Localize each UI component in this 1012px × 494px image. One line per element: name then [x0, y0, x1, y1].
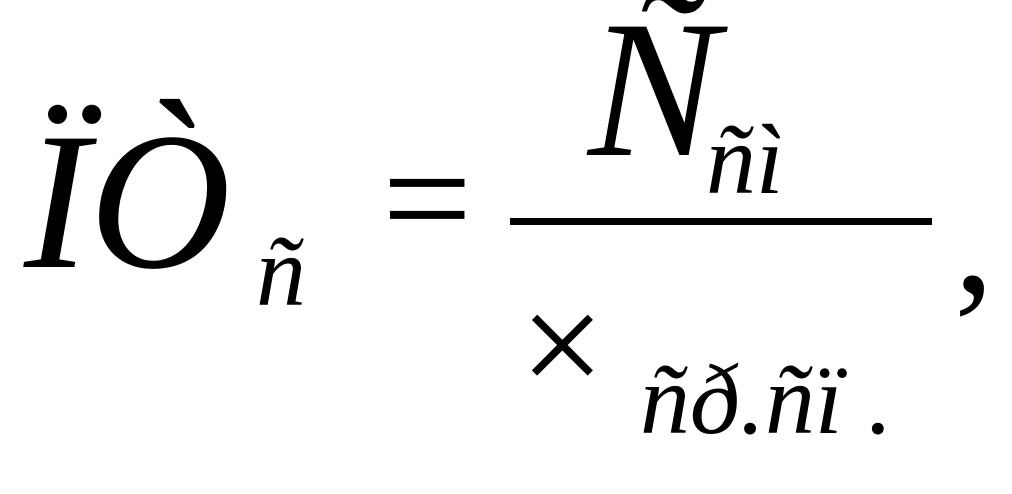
numerator-subscript: ñì [706, 104, 784, 215]
denominator-symbol: × [520, 262, 605, 428]
trailing-comma: , [954, 149, 994, 327]
lhs-symbol: ÏÒ [24, 93, 231, 310]
denominator-subscript: ñð.ñï . [640, 344, 893, 455]
fraction-bar [510, 218, 932, 225]
lhs-subscript: ñ [256, 216, 306, 327]
numerator-symbol: Ñ [588, 0, 719, 198]
equals-sign: = [382, 109, 473, 287]
